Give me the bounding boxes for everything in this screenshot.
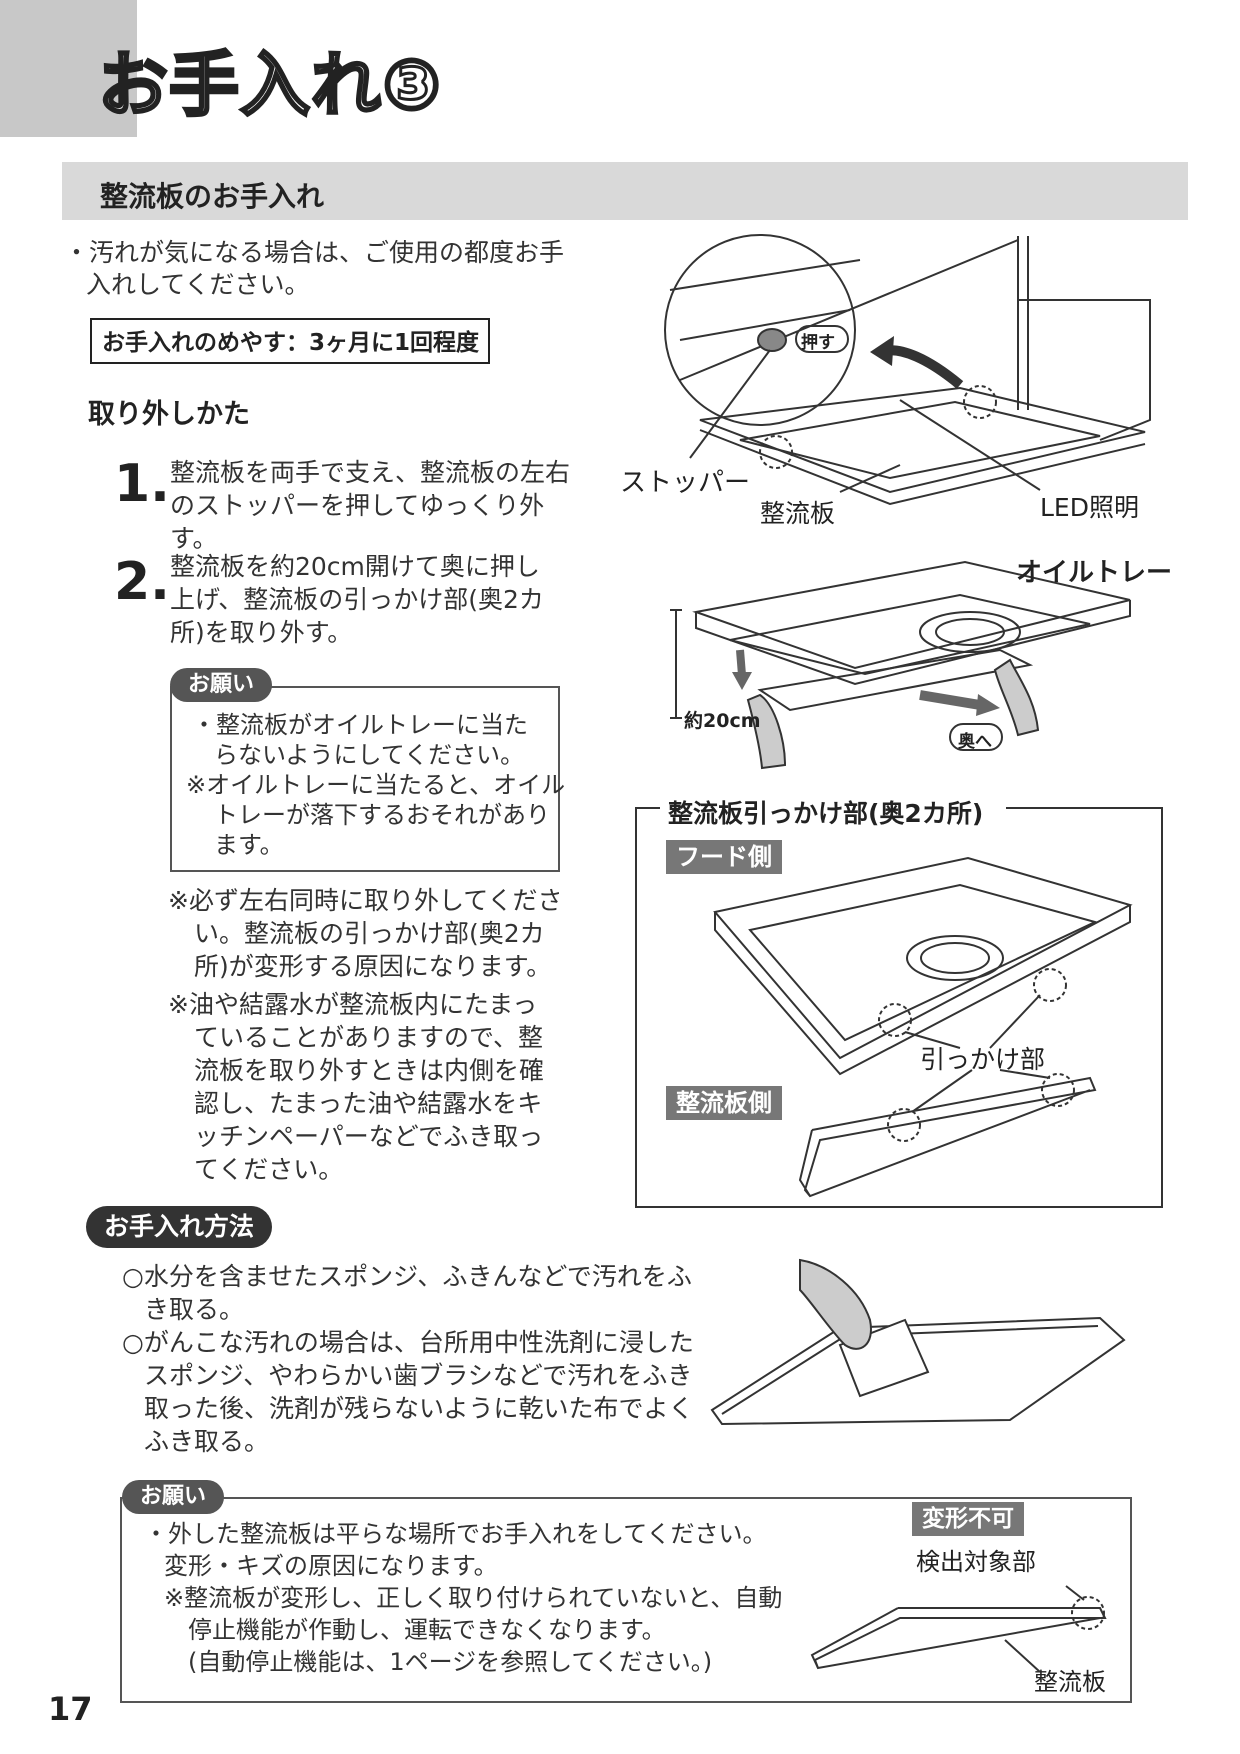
step-2-text: 整流板を約20cm開けて奥に押し 上げ、整流板の引っかけ部(奥2カ 所)を取り外…: [170, 550, 570, 649]
step-2-line: 上げ、整流板の引っかけ部(奥2カ: [170, 585, 544, 614]
intro-line-2: 入れしてください。: [86, 270, 310, 299]
cleaning-line: スポンジ、やわらかい歯ブラシなどで汚れをふき: [144, 1361, 693, 1390]
step-1-number: 1.: [114, 454, 170, 514]
request-1-line: らないようにしてください。: [214, 741, 525, 769]
guide-box: お手入れのめやす：3ヶ月に1回程度: [90, 318, 490, 364]
note-2-line: 認し、たまった油や結露水をキ: [194, 1089, 543, 1118]
request-2-line: ※整流板が変形し、正しく取り付けられていないと、自動: [164, 1584, 783, 1612]
note-1-line: い。整流板の引っかけ部(奥2カ: [194, 919, 545, 948]
hook-label: 引っかけ部: [920, 1045, 1046, 1074]
step-2-number: 2.: [114, 552, 170, 612]
request-1-body: ・整流板がオイルトレーに当た らないようにしてください。 ※オイルトレーに当たる…: [186, 710, 565, 860]
page-number: 17: [48, 1690, 93, 1728]
request-2-line: (自動停止機能は、1ページを参照してください。): [188, 1648, 713, 1676]
note-2: ※油や結露水が整流板内にたまっ ていることがありますので、整 流板を取り外すとき…: [168, 988, 544, 1186]
cleaning-label: お手入れ方法: [86, 1206, 273, 1248]
request-box-2: [120, 1497, 1132, 1703]
step-1-line: 整流板を両手で支え、整流板の左右: [170, 458, 571, 487]
note-1-line: 所)が変形する原因になります。: [194, 952, 552, 981]
section-title: 整流板のお手入れ: [100, 180, 325, 213]
note-2-line: ッチンペーパーなどでふき取っ: [194, 1122, 544, 1151]
led-label: LED照明: [1040, 493, 1139, 522]
note-2-line: てください。: [194, 1155, 344, 1184]
removal-heading: 取り外しかた: [88, 399, 250, 430]
note-2-line: ※油や結露水が整流板内にたまっ: [168, 990, 538, 1019]
request-1-line: ・整流板がオイルトレーに当た: [192, 711, 528, 739]
note-2-line: 流板を取り外すときは内側を確: [194, 1056, 545, 1085]
rectifier-label-2: 整流板: [1034, 1668, 1106, 1696]
cleaning-line: ○水分を含ませたスポンジ、ふきんなどで汚れをふ: [122, 1262, 692, 1291]
push-label: 押す: [801, 333, 835, 353]
stopper-label: ストッパー: [620, 468, 751, 498]
note-1: ※必ず左右同時に取り外してくださ い。整流板の引っかけ部(奥2カ 所)が変形する…: [168, 884, 562, 983]
request-2-line: 停止機能が作動し、運転できなくなります。: [188, 1616, 666, 1644]
rectifier-label: 整流板: [760, 499, 836, 528]
intro-line-1: ・汚れが気になる場合は、ご使用の都度お手: [64, 238, 565, 267]
cleaning-line: ○がんこな汚れの場合は、台所用中性洗剤に浸した: [122, 1328, 694, 1357]
request-2-label: お願い: [122, 1480, 225, 1514]
step-2-line: 整流板を約20cm開けて奥に押し: [170, 552, 540, 581]
hook-box-title: 整流板引っかけ部(奥2カ所): [668, 799, 984, 828]
note-1-line: ※必ず左右同時に取り外してくださ: [168, 886, 563, 915]
step-1-text: 整流板を両手で支え、整流板の左右 のストッパーを押してゆっくり外す。: [170, 456, 570, 555]
back-label: 奥へ: [958, 732, 992, 752]
no-deform-tag: 変形不可: [912, 1502, 1024, 1536]
detection-label: 検出対象部: [916, 1548, 1036, 1576]
step-1-line: のストッパーを押してゆっくり外す。: [170, 491, 545, 553]
oil-tray-label: オイルトレー: [1016, 558, 1173, 588]
distance-label: 約20cm: [684, 710, 761, 732]
note-2-line: ていることがありますので、整: [194, 1023, 544, 1052]
request-1-line: トレーが落下するおそれがあり: [214, 801, 550, 829]
hood-side-tag: フード側: [666, 840, 782, 874]
request-2-line: ・外した整流板は平らな場所でお手入れをしてください。: [144, 1520, 767, 1548]
section-bar: [62, 162, 1188, 220]
step-2-line: 所)を取り外す。: [170, 618, 353, 647]
request-1-label: お願い: [170, 668, 273, 702]
request-box-1: [170, 686, 560, 872]
cleaning-line: き取る。: [144, 1295, 245, 1324]
cleaning-line: 取った後、洗剤が残らないように乾いた布でよく: [144, 1394, 694, 1423]
request-2-body: ・外した整流板は平らな場所でお手入れをしてください。 変形・キズの原因になります…: [144, 1518, 782, 1678]
cleaning-body: ○水分を含ませたスポンジ、ふきんなどで汚れをふ き取る。 ○がんこな汚れの場合は…: [122, 1260, 694, 1458]
request-1-line: ※オイルトレーに当たると、オイル: [186, 771, 566, 799]
request-1-line: ます。: [214, 831, 284, 859]
request-2-line: 変形・キズの原因になります。: [164, 1552, 498, 1580]
cleaning-line: ふき取る。: [144, 1427, 270, 1456]
panel-side-tag: 整流板側: [666, 1086, 782, 1120]
page-title: お手入れ③: [96, 44, 443, 126]
corner-tab: [0, 0, 137, 137]
